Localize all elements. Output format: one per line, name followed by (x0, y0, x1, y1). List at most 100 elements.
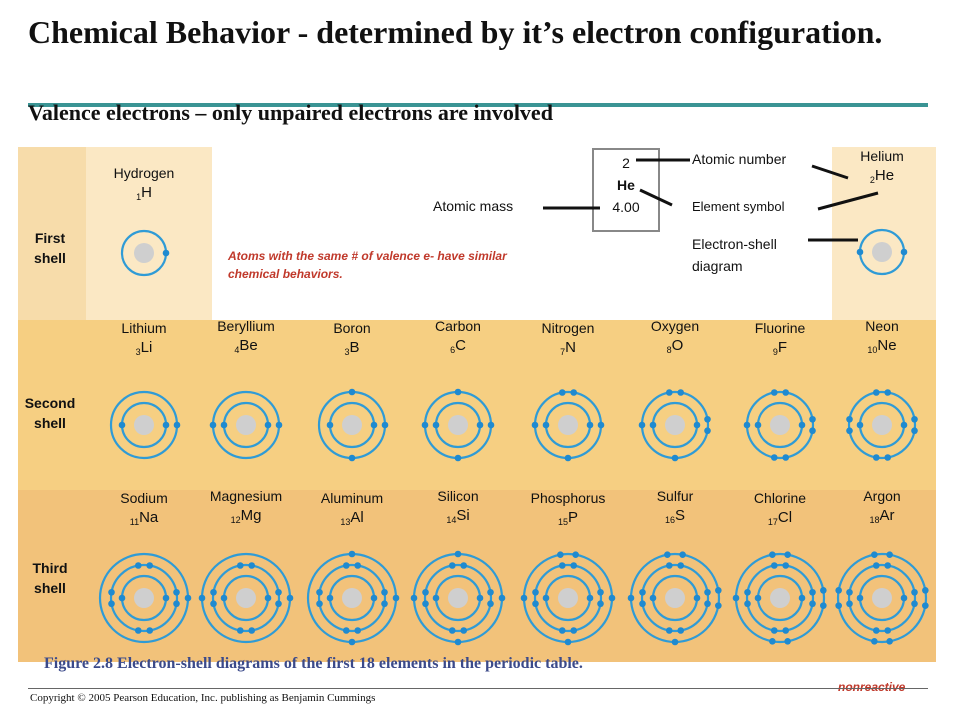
atomic-mass-label: Atomic mass (433, 198, 514, 214)
electron (638, 421, 646, 429)
magnesium-nucleus (236, 588, 256, 608)
copyright: Copyright © 2005 Pearson Education, Inc.… (30, 692, 376, 704)
sulfur-shell-2 (640, 563, 710, 633)
electron (798, 594, 806, 602)
electron (846, 588, 853, 596)
electron (597, 588, 604, 596)
electron (809, 588, 816, 596)
element-symbol-label: Element symbol (692, 199, 785, 214)
electron (236, 562, 244, 569)
aluminum-shell-2 (317, 563, 387, 633)
electron (146, 562, 154, 569)
chlorine-nucleus (770, 588, 790, 608)
lithium-name: Lithium (121, 320, 167, 336)
electron (448, 562, 456, 569)
electron (769, 551, 776, 558)
electron (884, 389, 892, 396)
electron (704, 588, 711, 596)
electron (354, 562, 362, 569)
electron (348, 550, 356, 558)
electron (454, 454, 462, 462)
electron (454, 388, 462, 396)
electron (422, 588, 429, 596)
footer-rule (28, 688, 928, 689)
electron (782, 389, 790, 396)
argon-atom (835, 551, 929, 645)
chlorine-name: Chlorine (753, 490, 807, 506)
magnesium-atom (198, 552, 294, 644)
electron (173, 588, 180, 596)
electron (586, 594, 594, 602)
first-shell-label-cell (18, 147, 86, 320)
electron (162, 421, 170, 429)
electron (348, 388, 356, 396)
electron (381, 588, 388, 596)
beryllium-symbol: 4Be (234, 337, 258, 355)
electron (677, 562, 685, 569)
electron (532, 588, 539, 596)
carbon-symbol: 6C (450, 337, 466, 355)
electron (558, 389, 566, 396)
electron (558, 562, 566, 569)
argon-symbol: 18Ar (869, 507, 895, 525)
silicon-shell-2 (423, 563, 493, 633)
electron (236, 627, 244, 634)
electron (856, 248, 864, 256)
electron (275, 600, 282, 608)
electron (715, 587, 722, 594)
electron (118, 421, 126, 429)
electron (820, 587, 827, 594)
electron (743, 421, 751, 429)
electron (911, 588, 918, 596)
electron (820, 602, 827, 609)
nitrogen-name: Nitrogen (541, 320, 595, 336)
electron (677, 389, 685, 396)
electron (846, 415, 853, 423)
electron (162, 249, 170, 257)
electron (173, 421, 181, 429)
fluorine-atom (743, 389, 816, 461)
aluminum-symbol: 13Al (340, 509, 364, 527)
electron (564, 454, 572, 462)
electron (900, 594, 908, 602)
electron (649, 421, 657, 429)
electron (782, 562, 790, 569)
electron (275, 588, 282, 596)
hydrogen-nucleus (134, 243, 154, 263)
title-rule (28, 103, 928, 107)
electron (448, 627, 456, 634)
shell-label-third: Third shell (32, 560, 68, 596)
chlorine-atom (732, 551, 827, 645)
electron (886, 551, 893, 558)
electron (520, 594, 528, 602)
connector-helium-number (811, 164, 849, 180)
electron (835, 587, 842, 594)
electron (639, 600, 646, 608)
figure-caption: Figure 2.8 Electron-shell diagrams of th… (44, 655, 583, 672)
electron (264, 421, 272, 429)
electron (884, 627, 892, 634)
electron (784, 551, 791, 558)
electron (108, 588, 115, 596)
electron (665, 562, 673, 569)
electron (410, 594, 418, 602)
sodium-nucleus (134, 588, 154, 608)
nitrogen-nucleus (558, 415, 578, 435)
sodium-name: Sodium (120, 490, 168, 506)
electron (911, 600, 918, 608)
electron (422, 600, 429, 608)
electron (572, 551, 579, 558)
key-element-symbol: He (617, 177, 635, 193)
atomic-number-label: Atomic number (692, 151, 787, 167)
electron (900, 421, 908, 429)
electron (798, 421, 806, 429)
fluorine-nucleus (770, 415, 790, 435)
electron (846, 600, 853, 608)
electron (198, 594, 206, 602)
electron (744, 600, 751, 608)
sulfur-symbol: 16S (664, 507, 686, 525)
sulfur-name: Sulfur (656, 488, 694, 504)
electron (570, 627, 578, 634)
beryllium-atom (209, 390, 283, 460)
